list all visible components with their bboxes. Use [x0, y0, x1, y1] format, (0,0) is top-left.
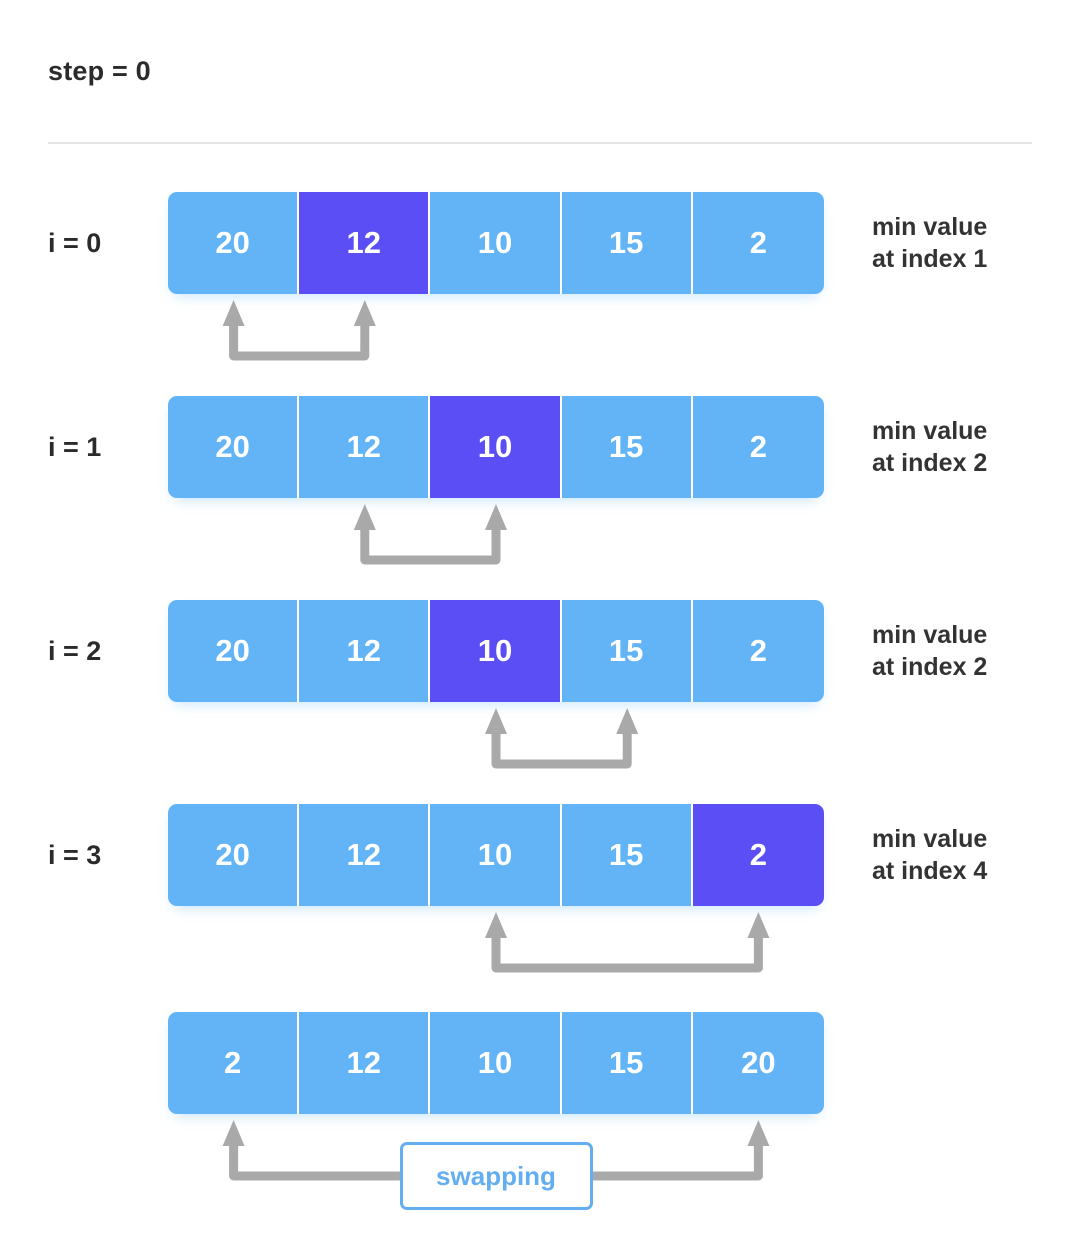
array-cell[interactable]: 15: [561, 396, 693, 498]
min-value-note-line2: at index 1: [872, 245, 988, 273]
min-value-note-line1: min value: [872, 212, 988, 241]
array-cell-highlighted[interactable]: 10: [430, 600, 562, 702]
row-index-label: i = 2: [48, 635, 102, 666]
min-value-note: min value at index 2: [872, 396, 987, 498]
array-cell[interactable]: 2: [692, 192, 824, 294]
min-value-note: min value at index 2: [872, 600, 987, 702]
row-index-label: i = 1: [48, 431, 102, 462]
min-value-note-line1: min value: [872, 824, 988, 853]
min-value-note-line1: min value: [872, 620, 988, 649]
array-cell[interactable]: 2: [692, 600, 824, 702]
array-cell[interactable]: 10: [430, 192, 562, 294]
comparison-arrow: [0, 294, 1080, 366]
comparison-arrow: [0, 702, 1080, 774]
array-cell[interactable]: 10: [430, 1012, 562, 1114]
array-cell[interactable]: 20: [168, 396, 300, 498]
array-cell-highlighted[interactable]: 2: [692, 804, 824, 906]
array-cell[interactable]: 12: [299, 396, 431, 498]
min-value-note: min value at index 4: [872, 804, 987, 906]
min-value-note-line2: at index 4: [872, 857, 988, 885]
min-value-note-line1: min value: [872, 416, 988, 445]
array-cell-highlighted[interactable]: 12: [299, 192, 431, 294]
swapping-badge: swapping: [399, 1142, 593, 1210]
array-cell-highlighted[interactable]: 10: [430, 396, 562, 498]
array-cell[interactable]: 15: [561, 600, 693, 702]
comparison-arrow: [0, 498, 1080, 570]
array-cell[interactable]: 20: [168, 192, 300, 294]
array-cell[interactable]: 15: [561, 192, 693, 294]
array-cell[interactable]: 15: [561, 804, 693, 906]
array-cell[interactable]: 2: [168, 1012, 300, 1114]
row-index-label: i = 3: [48, 839, 102, 870]
comparison-arrow: [0, 906, 1080, 978]
array-cell[interactable]: 15: [561, 1012, 693, 1114]
array-cell[interactable]: 20: [692, 1012, 824, 1114]
array-cell[interactable]: 12: [299, 600, 431, 702]
array-cell[interactable]: 2: [692, 396, 824, 498]
min-value-note-line2: at index 2: [872, 449, 988, 477]
array-cell[interactable]: 20: [168, 804, 300, 906]
array-cell[interactable]: 12: [299, 1012, 431, 1114]
array-cell[interactable]: 12: [299, 804, 431, 906]
array-cell[interactable]: 10: [430, 804, 562, 906]
array-cell[interactable]: 20: [168, 600, 300, 702]
min-value-note: min value at index 1: [872, 192, 987, 294]
header-divider: [48, 142, 1032, 144]
min-value-note-line2: at index 2: [872, 653, 988, 681]
page-title: step = 0: [48, 56, 151, 86]
row-index-label: i = 0: [48, 227, 102, 258]
